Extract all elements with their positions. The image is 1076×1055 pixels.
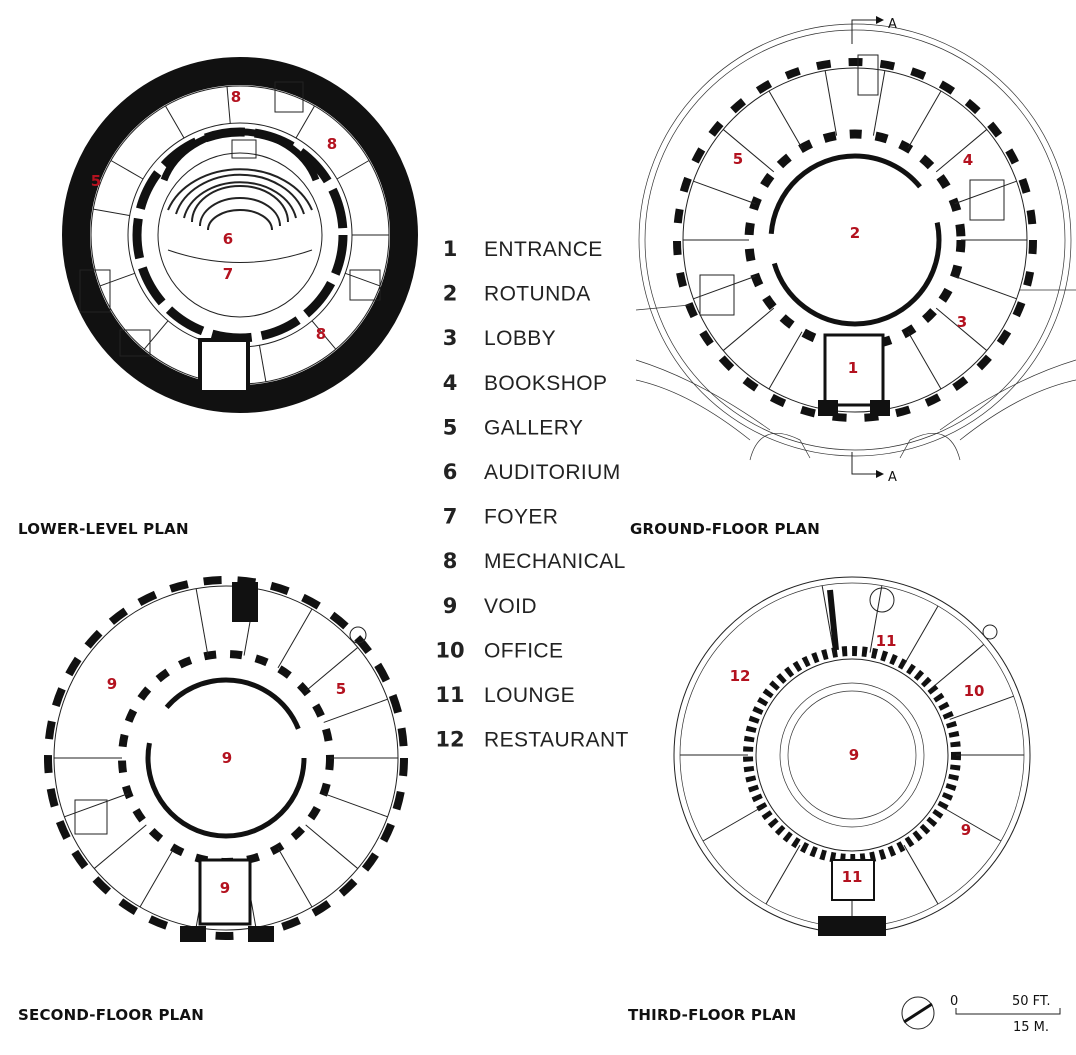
auditorium-seating [160, 128, 320, 263]
plan-caption: GROUND-FLOOR PLAN [630, 520, 820, 538]
legend-number: 8 [443, 549, 458, 573]
legend-label: VOID [484, 595, 537, 618]
legend-label: BOOKSHOP [484, 372, 607, 395]
room-number-label: 5 [336, 680, 346, 698]
legend-number: 9 [443, 594, 458, 618]
room-number-label: 11 [876, 632, 897, 650]
room-number-label: 12 [730, 667, 751, 685]
room-number-label: 11 [842, 868, 863, 886]
room-legend: 1 ENTRANCE 2 ROTUNDA 3 LOBBY 4 BOOKSHOP 5 GALLERY… [435, 237, 628, 752]
legend-item: 2 ROTUNDA [443, 282, 591, 306]
room-number-label: 3 [957, 313, 967, 331]
legend-number: 5 [443, 415, 458, 439]
legend-number: 10 [435, 638, 464, 662]
legend-item: 12 RESTAURANT [435, 728, 628, 752]
scale-feet: 50 FT. [1012, 994, 1050, 1009]
room-number-label: 4 [963, 151, 973, 169]
room-number-label: 6 [223, 230, 233, 248]
room-number-label: 9 [222, 749, 232, 767]
legend-number: 1 [443, 237, 458, 261]
room-number-label: 5 [91, 172, 101, 190]
plan-caption: SECOND-FLOOR PLAN [18, 1006, 204, 1024]
room-number-label: 8 [327, 135, 337, 153]
inner-ring-wall [132, 127, 348, 343]
legend-number: 2 [443, 282, 458, 306]
legend-number: 3 [443, 326, 458, 350]
plan-caption: THIRD-FLOOR PLAN [628, 1006, 796, 1024]
ground-floor-plan: A A 5 4 2 3 1 GROUND-FLOOR PLAN [630, 16, 1076, 538]
room-number-label: 9 [220, 879, 230, 897]
scale-zero: 0 [950, 994, 958, 1009]
legend-item: 4 BOOKSHOP [443, 371, 607, 395]
legend-item: 1 ENTRANCE [443, 237, 603, 261]
room-number-label: 5 [733, 150, 743, 168]
scale-meters: 15 M. [1013, 1020, 1049, 1035]
scale-bar: 0 50 FT. 15 M. [950, 994, 1061, 1035]
lower-level-plan: 8 8 5 6 7 8 LOWER-LEVEL PLAN [18, 57, 418, 538]
room-number-label: 8 [231, 88, 241, 106]
legend-label: LOBBY [484, 327, 556, 350]
legend-item: 7 FOYER [443, 505, 558, 529]
outer-retaining-wall [62, 57, 418, 413]
legend-item: 5 GALLERY [443, 415, 583, 439]
outer-piers [44, 576, 408, 940]
legend-number: 7 [443, 505, 458, 529]
svg-text:A: A [888, 17, 897, 32]
legend-item: 8 MECHANICAL [443, 549, 626, 573]
section-marker-top: A [851, 16, 897, 44]
legend-number: 4 [443, 371, 458, 395]
second-floor-plan: 9 5 9 9 SECOND-FLOOR PLAN [18, 576, 408, 1024]
legend-label: FOYER [484, 506, 558, 529]
section-marker-bottom: A [851, 452, 897, 485]
legend-label: MECHANICAL [484, 550, 626, 573]
legend-item: 9 VOID [443, 594, 537, 618]
legend-number: 12 [435, 728, 464, 752]
legend-label: ROTUNDA [484, 283, 591, 306]
legend-label: LOUNGE [484, 684, 575, 707]
legend-label: ENTRANCE [484, 238, 603, 261]
room-number-label: 9 [107, 675, 117, 693]
legend-item: 10 OFFICE [435, 638, 563, 662]
legend-label: AUDITORIUM [484, 461, 621, 484]
legend-item: 3 LOBBY [443, 326, 556, 350]
room-number-label: 8 [316, 325, 326, 343]
room-number-label: 2 [850, 224, 860, 242]
legend-label: GALLERY [484, 416, 583, 439]
room-number-label: 1 [848, 359, 858, 377]
legend-label: OFFICE [484, 639, 563, 662]
room-number-label: 9 [849, 746, 859, 764]
legend-item: 6 AUDITORIUM [443, 460, 621, 484]
third-floor-plan: 11 12 10 9 9 11 THIRD-FLOOR PLAN [628, 576, 1031, 1024]
entrance-vestibule [823, 333, 885, 407]
legend-item: 11 LOUNGE [435, 683, 575, 707]
room-number-label: 9 [961, 821, 971, 839]
outer-piers [673, 58, 1037, 422]
svg-text:A: A [888, 470, 897, 485]
service-core [198, 338, 250, 394]
legend-label: RESTAURANT [484, 729, 629, 752]
legend-number: 6 [443, 460, 458, 484]
room-number-label: 7 [223, 265, 233, 283]
legend-number: 11 [435, 683, 464, 707]
north-arrow [901, 996, 935, 1030]
room-number-label: 10 [964, 682, 985, 700]
plan-caption: LOWER-LEVEL PLAN [18, 520, 189, 538]
